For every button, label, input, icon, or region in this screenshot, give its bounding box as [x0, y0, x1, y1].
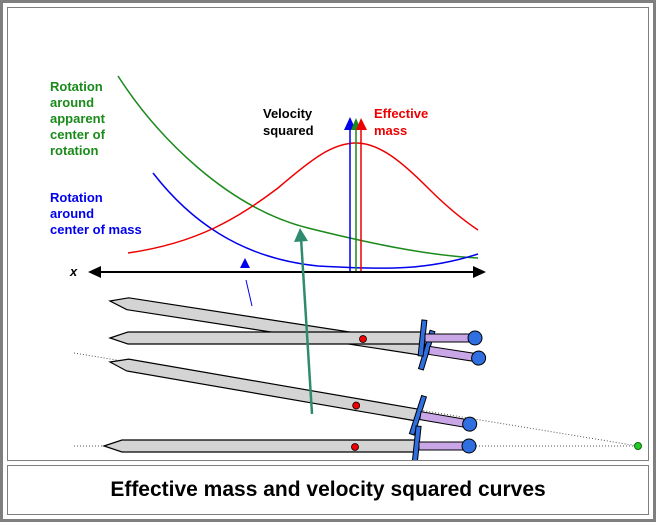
mass-rotation-curve — [152, 172, 479, 269]
sword-top-angled — [108, 297, 487, 371]
caption-panel: Effective mass and velocity squared curv… — [7, 465, 649, 515]
rotation-apparent-label: Rotation around apparent center of rotat… — [50, 79, 109, 158]
center-of-mass-pointer — [245, 279, 253, 307]
sword-bottom-level — [102, 425, 477, 460]
rotation-mass-label: Rotation around center of mass — [50, 190, 142, 237]
x-axis-right-arrowhead — [473, 266, 486, 278]
diagram-panel: x Rotation around apparent center of rot… — [7, 7, 649, 461]
pointer-arrow — [299, 237, 314, 415]
x-axis-label: x — [69, 264, 78, 279]
pointer-arrowhead — [294, 228, 308, 242]
sword-bottom-angled — [108, 358, 478, 436]
apparent-center-point — [634, 442, 642, 450]
effective-mass-curve — [127, 142, 479, 254]
mass-arrowhead — [356, 118, 367, 130]
sword-top-level — [108, 319, 483, 357]
x-axis-left-arrowhead — [88, 266, 101, 278]
velocity-squared-label: Velocity squared — [263, 106, 316, 138]
effective-mass-label: Effective mass — [374, 106, 432, 138]
apparent-rotation-curve — [117, 75, 479, 259]
center-of-mass-marker — [240, 258, 250, 268]
sword-diagram: x Rotation around apparent center of rot… — [50, 75, 642, 460]
figure-caption: Effective mass and velocity squared curv… — [110, 478, 546, 501]
